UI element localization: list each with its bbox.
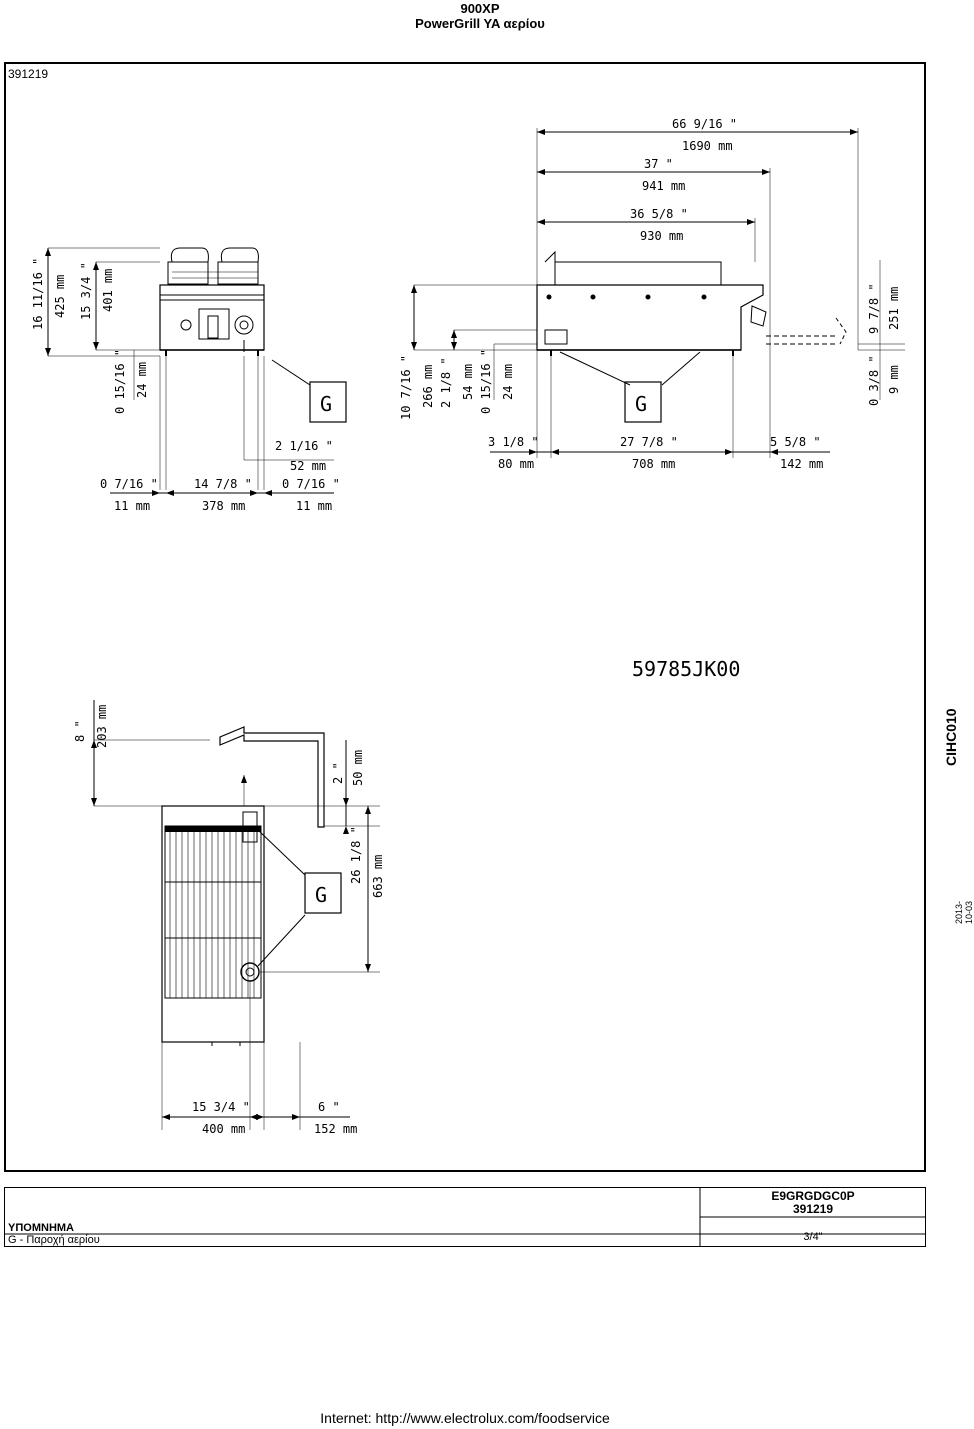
legend-title: ΥΠΟΜΝΗΜΑ — [8, 1222, 74, 1234]
gas-size: 3/4" — [803, 1231, 823, 1243]
internet-link[interactable]: Internet: http://www.electrolux.com/food… — [320, 1410, 610, 1426]
side-depth-mm: 930 mm — [640, 229, 683, 243]
side-rsmall-in: 0 3/8 " — [867, 355, 881, 406]
front-right-in: 0 7/16 " — [282, 477, 340, 491]
footer-box — [4, 1187, 926, 1247]
drawing-code: 59785JK00 — [632, 657, 740, 681]
top-depth-mm: 663 mm — [371, 855, 385, 898]
side-h1-mm: 266 mm — [421, 365, 435, 408]
front-height-mm: 425 mm — [53, 275, 67, 318]
side-total-in: 66 9/16 " — [672, 117, 737, 131]
footer-code: E9GRGDGC0P — [771, 1189, 855, 1203]
side-view — [413, 128, 905, 458]
header-product: PowerGrill YA αερίου — [415, 16, 545, 31]
side-h3-in: 0 15/16 " — [479, 349, 493, 414]
side-rbig-in: 9 7/8 " — [867, 283, 881, 334]
front-view — [47, 247, 347, 494]
front-foot-mm: 24 mm — [135, 362, 149, 398]
side-front-mm: 80 mm — [498, 457, 534, 471]
side-code: CIHC010 — [943, 708, 959, 766]
side-span-in: 27 7/8 " — [620, 435, 678, 449]
top-width-mm: 400 mm — [202, 1122, 245, 1136]
footer-code-block: E9GRGDGC0P 391219 3/4" — [700, 1187, 926, 1247]
footer-code-id: 391219 — [792, 1202, 834, 1216]
front-foot-in: 0 15/16 " — [113, 349, 127, 414]
side-rsmall-mm: 9 mm — [887, 365, 901, 394]
side-depth-in: 36 5/8 " — [630, 207, 688, 221]
top-g-mm: 152 mm — [314, 1122, 357, 1136]
side-date: 2013-10-03 — [954, 900, 974, 924]
side-rear-mm: 142 mm — [780, 457, 823, 471]
front-height-in: 16 11/16 " — [31, 258, 45, 330]
side-rear-in: 5 5/8 " — [770, 435, 821, 449]
front-left-in: 0 7/16 " — [100, 477, 158, 491]
top-top-in: 8 " — [73, 720, 87, 742]
side-h2-mm: 54 mm — [461, 364, 475, 400]
side-span-mm: 708 mm — [632, 457, 675, 471]
gas-connection-label: G — [635, 392, 647, 416]
front-width-mm: 378 mm — [202, 499, 245, 513]
side-mid-mm: 941 mm — [642, 179, 685, 193]
front-goff-in: 2 1/16 " — [275, 439, 333, 453]
top-top-mm: 203 mm — [95, 705, 109, 748]
front-goff-mm: 52 mm — [290, 459, 326, 473]
top-gap-mm: 50 mm — [351, 750, 365, 786]
gas-connection-label: G — [320, 392, 332, 416]
front-body-in: 15 3/4 " — [79, 262, 93, 320]
legend-gas: G - Παροχή αερίου — [8, 1234, 100, 1246]
top-gap-in: 2 " — [331, 762, 345, 784]
front-width-in: 14 7/8 " — [194, 477, 252, 491]
header-model: 900XP — [460, 1, 500, 16]
side-mid-in: 37 " — [644, 157, 673, 171]
side-total-mm: 1690 mm — [682, 139, 733, 153]
side-rbig-mm: 251 mm — [887, 287, 901, 330]
side-front-in: 3 1/8 " — [488, 435, 539, 449]
top-width-in: 15 3/4 " — [192, 1100, 250, 1114]
side-h2-in: 2 1/8 " — [439, 357, 453, 408]
drawing-frame — [4, 62, 926, 1172]
side-h1-in: 10 7/16 " — [399, 355, 413, 420]
top-depth-in: 26 1/8 " — [349, 826, 363, 884]
gas-connection-label: G — [315, 883, 327, 907]
side-h3-mm: 24 mm — [501, 364, 515, 400]
front-right-mm: 11 mm — [296, 499, 332, 513]
top-g-in: 6 " — [318, 1100, 340, 1114]
front-body-mm: 401 mm — [101, 269, 115, 312]
frame-id: 391219 — [8, 67, 49, 81]
front-left-mm: 11 mm — [114, 499, 150, 513]
